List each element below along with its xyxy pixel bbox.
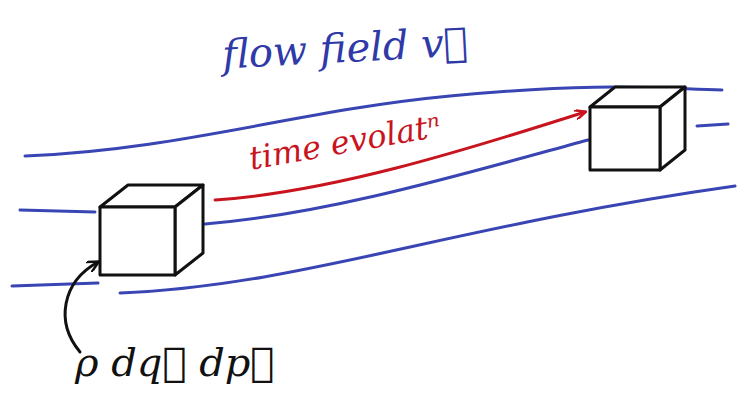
left-cube [100,185,203,275]
phase-volume-label: ρ dq⃗ dp⃗ [75,340,274,384]
flow-lines [12,87,735,293]
pointer-arrow [65,262,98,352]
right-cube [590,87,685,170]
flow-field-label: flow field v⃗ [221,20,469,77]
time-evolution-label: time evolatⁿ [246,108,443,176]
